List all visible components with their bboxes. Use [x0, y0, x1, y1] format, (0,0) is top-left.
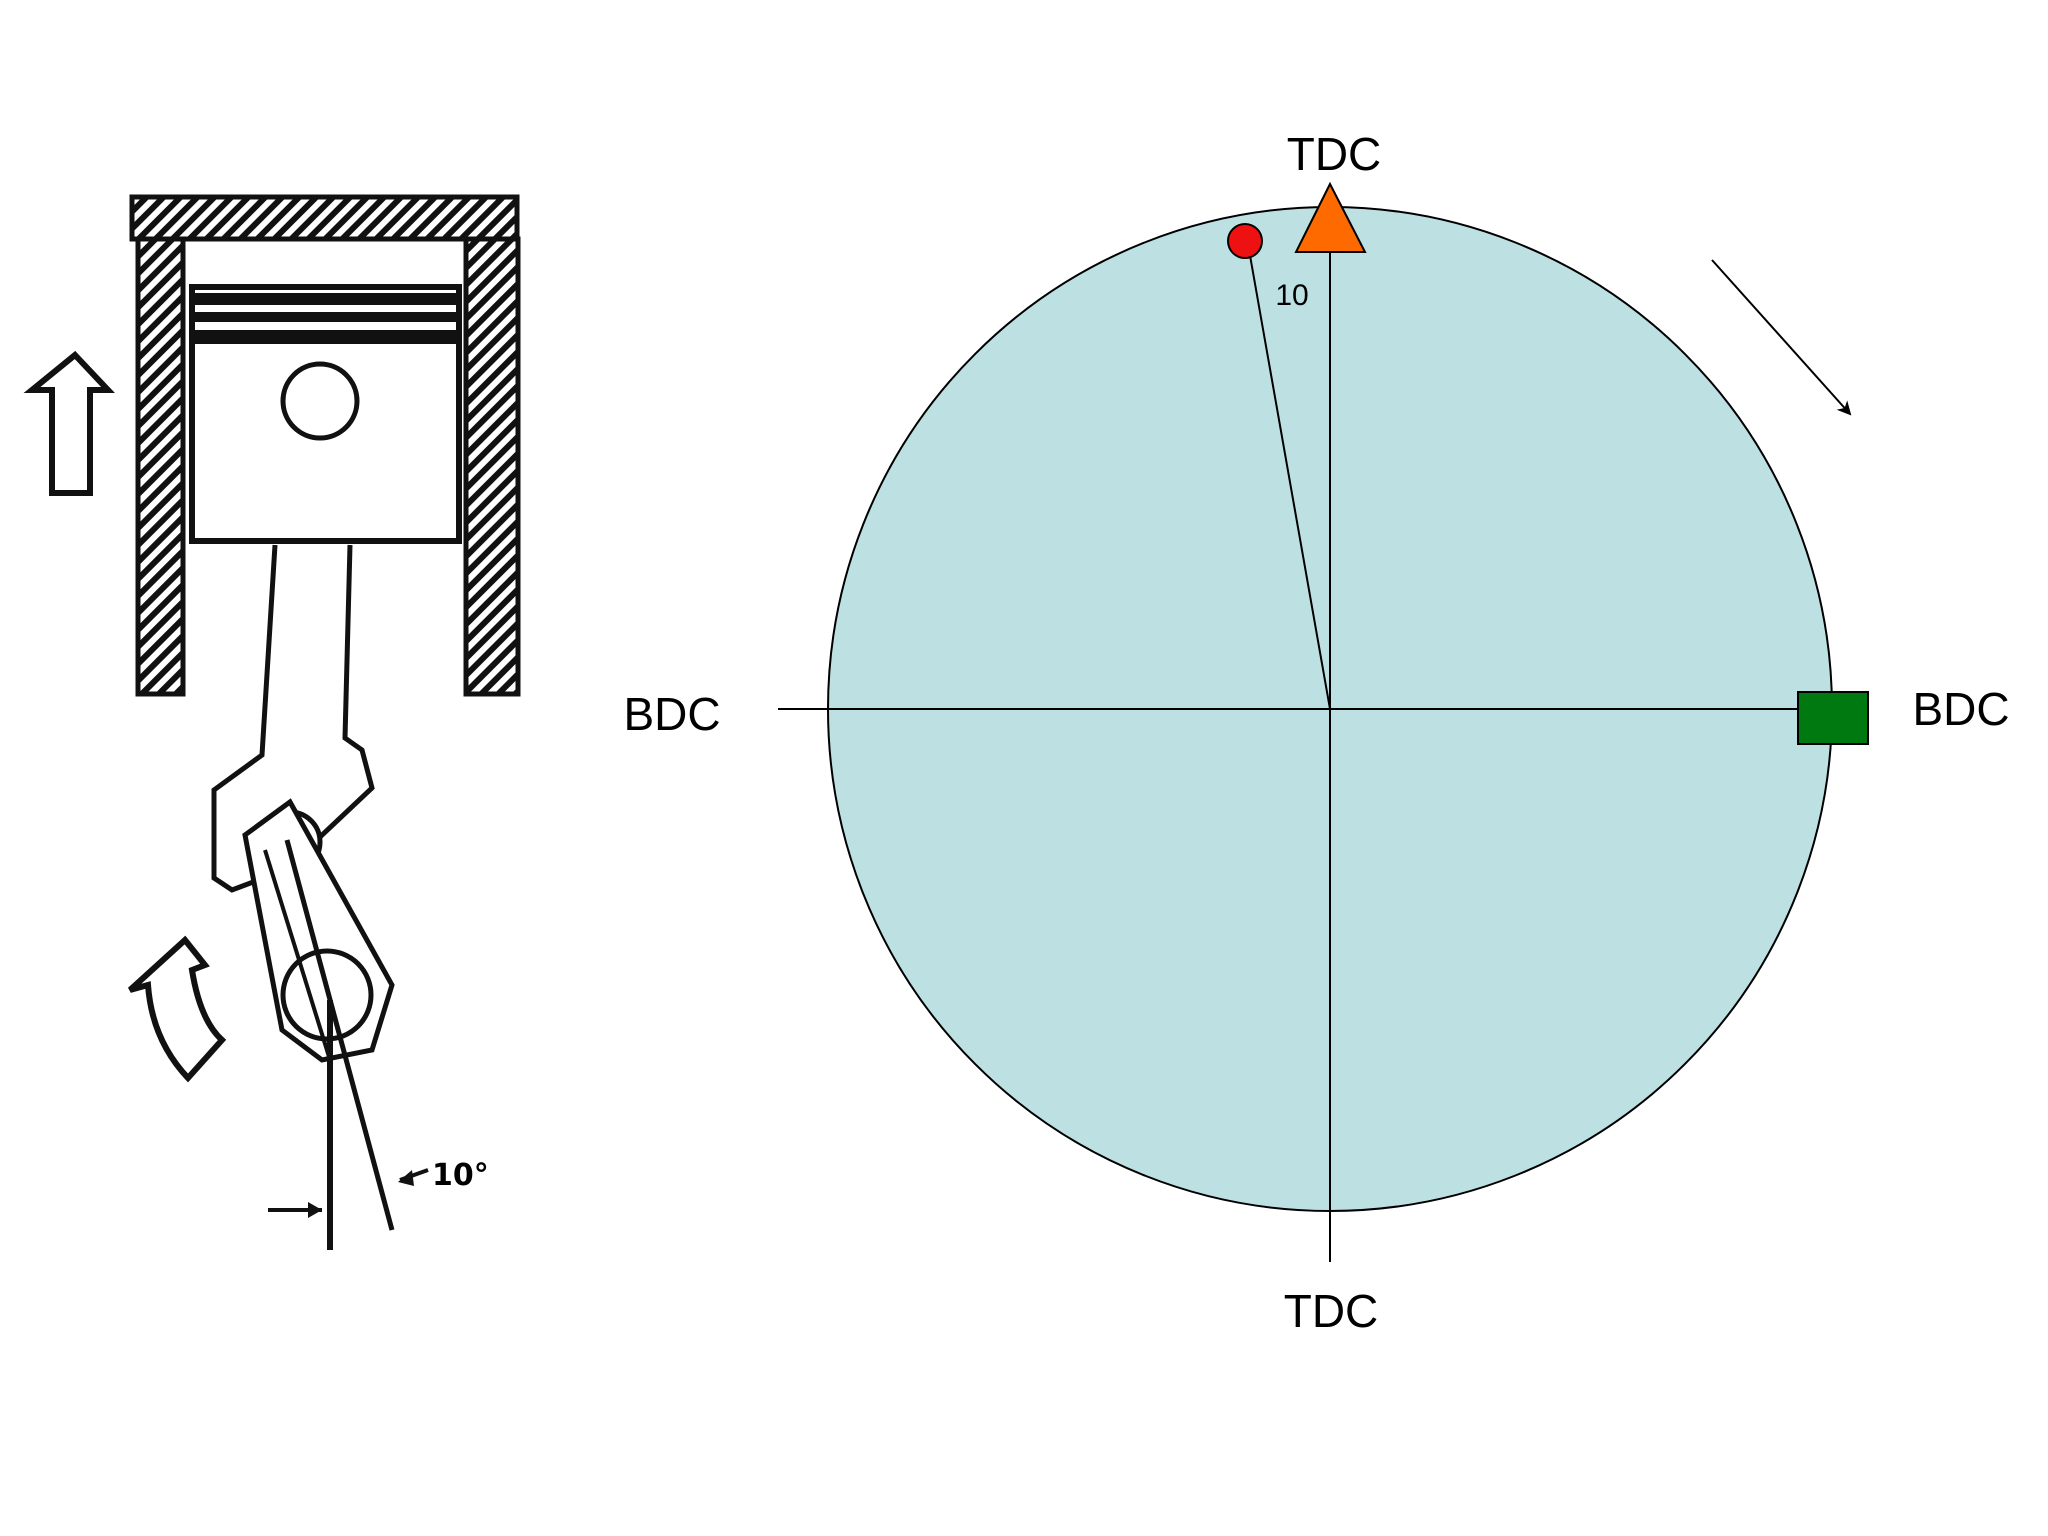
- cylinder-wall-right: [463, 236, 521, 697]
- piston-ring-3: [192, 330, 459, 344]
- advance-angle-line: [1248, 251, 1331, 710]
- rotation-arrow-icon: [127, 935, 227, 1083]
- cylinder-head: [129, 194, 520, 242]
- piston-angle-label: 10°: [432, 1158, 489, 1193]
- tdc-top-label: TDC: [1287, 128, 1382, 180]
- timing-circle-diagram: [778, 181, 1869, 1262]
- piston-ring-2: [192, 312, 459, 322]
- advance-angle-label: 10: [1275, 279, 1308, 312]
- crank-line-1: [284, 839, 395, 1231]
- bdc-left-label: BDC: [623, 688, 720, 740]
- crank-line-2: [263, 849, 332, 1061]
- piston-ring-1: [192, 293, 459, 305]
- rotation-direction-arrow: [1711, 259, 1852, 416]
- cylinder-wall-left: [135, 236, 186, 697]
- bdc-right-label: BDC: [1912, 683, 2009, 735]
- piston-pin: [280, 361, 360, 441]
- bdc-square-marker: [1797, 691, 1869, 745]
- piston-crank-sketch: [23, 194, 521, 1250]
- ignition-circle-marker: [1227, 223, 1263, 259]
- tdc-bottom-label: TDC: [1284, 1285, 1379, 1337]
- up-arrow-icon: [23, 350, 115, 496]
- tdc-triangle-marker: [1294, 181, 1367, 253]
